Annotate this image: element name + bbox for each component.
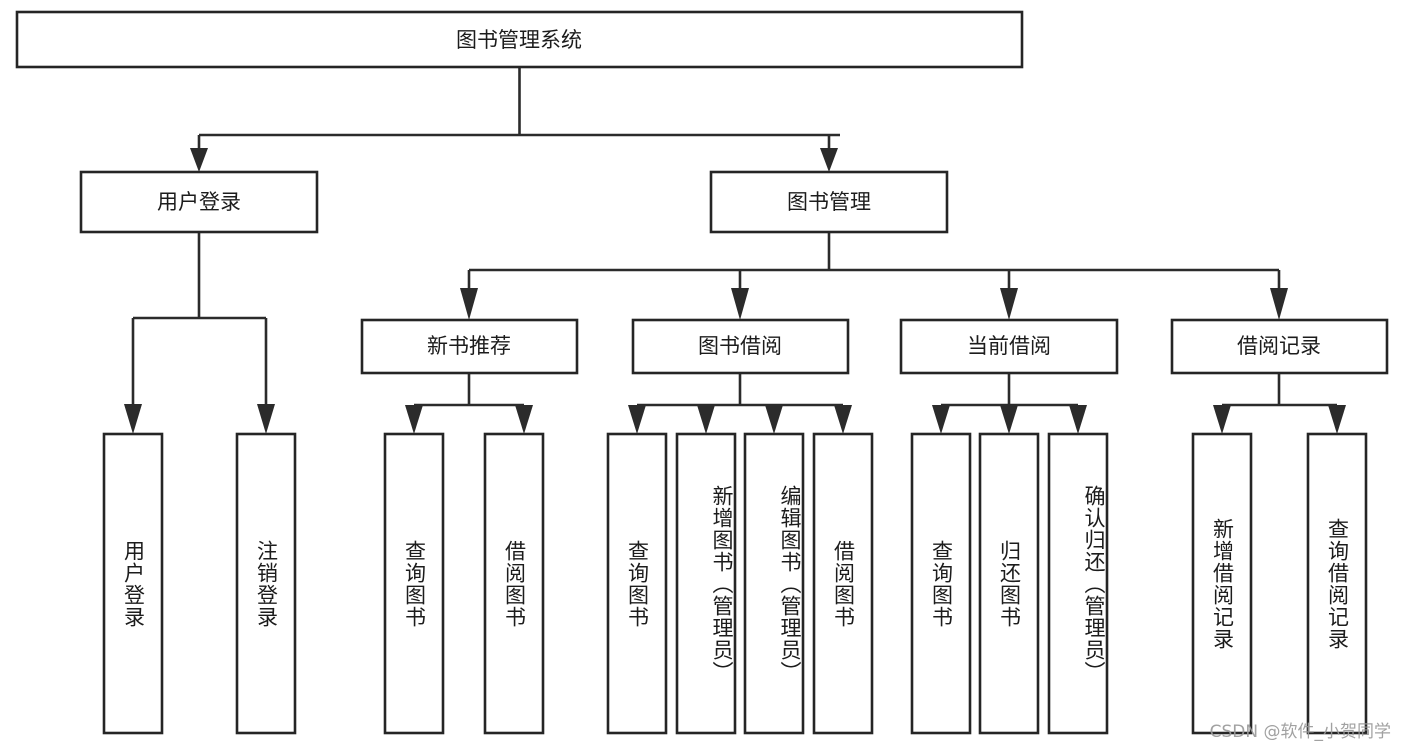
arrow-head-userlogin-1: [124, 404, 142, 434]
leaf-box-current-borrow-2[interactable]: [1047, 432, 1109, 735]
arrow-head-currentborrow-3: [1069, 405, 1087, 434]
node-current-borrow-label: 当前借阅: [967, 334, 1051, 358]
arrow-head-currentborrow-1: [932, 405, 950, 434]
arrow-head-currentborrow-2: [1000, 405, 1018, 434]
leaf-box-user-login-0[interactable]: [102, 432, 164, 735]
arrow-head-bookborrow-2: [697, 405, 715, 434]
node-book-borrow-box[interactable]: [631, 318, 850, 375]
node-book-manage-box[interactable]: [709, 170, 949, 234]
node-root-label: 图书管理系统: [456, 28, 582, 52]
arrow-head-newbook-2: [515, 405, 533, 434]
connector-group-user-login: [124, 232, 275, 434]
node-borrow-record[interactable]: 借阅记录: [1170, 318, 1389, 375]
node-new-book-recommend-label: 新书推荐: [427, 334, 511, 358]
connector-group-borrow-record: [1213, 373, 1346, 434]
node-borrow-record-box[interactable]: [1170, 318, 1389, 375]
connector-group-current-borrow: [932, 373, 1087, 434]
leaf-box-borrow-record-0[interactable]: [1191, 432, 1253, 735]
node-book-manage[interactable]: 图书管理: [709, 170, 949, 234]
arrow-head-bookborrow-4: [834, 405, 852, 434]
leaf-box-new-book-0[interactable]: [383, 432, 445, 735]
connector-group-new-book: [405, 373, 533, 434]
leaf-box-book-borrow-2[interactable]: [743, 432, 805, 735]
node-new-book-recommend-box[interactable]: [360, 318, 579, 375]
watermark-label: CSDN @软件_小贺同学: [1209, 722, 1391, 742]
node-borrow-record-label: 借阅记录: [1237, 334, 1321, 358]
leaf-box-current-borrow-1[interactable]: [978, 432, 1040, 735]
connector-group-book-manage: [460, 232, 1288, 320]
arrow-head-root-1: [190, 148, 208, 172]
arrow-head-bookmanage-3: [1000, 288, 1018, 320]
node-book-manage-label: 图书管理: [787, 190, 871, 214]
arrow-head-userlogin-2: [257, 404, 275, 434]
arrow-head-borrowrecord-2: [1328, 405, 1346, 434]
node-current-borrow[interactable]: 当前借阅: [899, 318, 1119, 375]
arrow-head-root-2: [820, 148, 838, 172]
node-new-book-recommend[interactable]: 新书推荐: [360, 318, 579, 375]
node-user-login[interactable]: 用户登录: [79, 170, 319, 234]
connector-group-book-borrow: [628, 373, 852, 434]
arrow-head-bookmanage-1: [460, 288, 478, 320]
arrow-head-bookborrow-3: [765, 405, 783, 434]
node-current-borrow-box[interactable]: [899, 318, 1119, 375]
node-root-box[interactable]: [15, 10, 1024, 69]
arrow-head-bookborrow-1: [628, 405, 646, 434]
leaf-box-book-borrow-0[interactable]: [606, 432, 668, 735]
connector-group-root: [190, 67, 840, 172]
arrow-head-newbook-1: [405, 405, 423, 434]
leaf-box-book-borrow-1[interactable]: [675, 432, 737, 735]
leaf-box-new-book-1[interactable]: [483, 432, 545, 735]
node-book-borrow[interactable]: 图书借阅: [631, 318, 850, 375]
leaf-box-book-borrow-3[interactable]: [812, 432, 874, 735]
arrow-head-bookmanage-4: [1270, 288, 1288, 320]
node-book-borrow-label: 图书借阅: [698, 334, 782, 358]
leaf-box-borrow-record-1[interactable]: [1306, 432, 1368, 735]
node-root[interactable]: 图书管理系统: [15, 10, 1024, 69]
arrow-head-bookmanage-2: [731, 288, 749, 320]
node-user-login-box[interactable]: [79, 170, 319, 234]
node-user-login-label: 用户登录: [157, 190, 241, 214]
arrow-head-borrowrecord-1: [1213, 405, 1231, 434]
leaf-box-user-login-1[interactable]: [235, 432, 297, 735]
leaf-box-current-borrow-0[interactable]: [910, 432, 972, 735]
